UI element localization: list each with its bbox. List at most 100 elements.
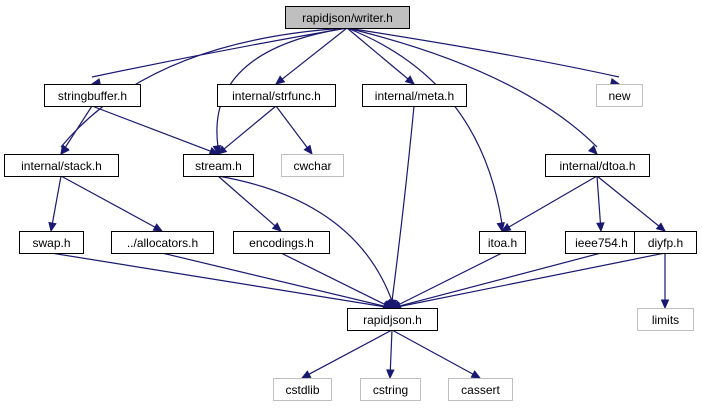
arrowhead-icon — [596, 222, 605, 233]
node-box — [347, 308, 438, 331]
node-label: internal/meta.h — [375, 89, 454, 103]
edge-line — [397, 252, 503, 306]
node-stringbuffer[interactable]: stringbuffer.h — [44, 84, 141, 107]
node-box — [233, 231, 330, 254]
arrowhead-icon — [655, 222, 666, 232]
arrowhead-icon — [48, 221, 57, 233]
node-label: cwchar — [293, 159, 331, 173]
node-writer[interactable]: rapidjson/writer.h — [285, 6, 410, 29]
edges-layer — [48, 27, 670, 380]
node-box — [183, 154, 254, 177]
node-meta[interactable]: internal/meta.h — [362, 84, 467, 107]
node-label: cstring — [373, 383, 408, 397]
node-swap[interactable]: swap.h — [19, 231, 84, 254]
arrowhead-icon — [275, 75, 286, 85]
edge-writer-to-meta — [346, 27, 415, 85]
node-box — [634, 231, 697, 254]
node-strfunc[interactable]: internal/strfunc.h — [217, 84, 336, 107]
node-rapidjson[interactable]: rapidjson.h — [347, 308, 438, 331]
node-box — [19, 231, 84, 254]
edge-line — [391, 105, 415, 302]
edge-stringbuffer-to-stream — [91, 105, 220, 155]
node-label: internal/dtoa.h — [559, 159, 635, 173]
node-label: internal/strfunc.h — [232, 89, 321, 103]
edge-line — [281, 27, 348, 81]
node-cassert: cassert — [448, 378, 513, 401]
arrowhead-icon — [660, 299, 670, 310]
edge-line — [398, 252, 666, 308]
node-allocators[interactable]: ../allocators.h — [111, 231, 214, 254]
arrowhead-icon — [587, 144, 598, 155]
node-ieee754[interactable]: ieee754.h — [565, 231, 638, 254]
edge-line — [161, 252, 386, 307]
node-label: limits — [652, 313, 679, 327]
edge-stack-to-swap — [48, 175, 62, 233]
node-itoa[interactable]: itoa.h — [479, 231, 526, 254]
edge-line — [275, 105, 309, 149]
edge-itoa-to-rapidjson — [390, 252, 503, 309]
nodes-layer: rapidjson/writer.h stringbuffer.h internal… — [4, 6, 697, 401]
edge-swap-to-rapidjson — [50, 252, 394, 311]
node-label: ../allocators.h — [127, 236, 198, 250]
edge-line — [217, 175, 277, 227]
edge-stack-to-allocators — [60, 175, 164, 232]
node-label: ieee754.h — [575, 236, 628, 250]
arrowhead-icon — [271, 222, 282, 232]
node-stream[interactable]: stream.h — [183, 154, 254, 177]
node-box — [545, 154, 650, 177]
edge-rapidjson-to-cstring — [386, 329, 395, 380]
node-encodings[interactable]: encodings.h — [233, 231, 330, 254]
node-box — [281, 154, 344, 177]
node-new: new — [596, 84, 643, 107]
arrowhead-icon — [212, 145, 222, 156]
node-box — [596, 84, 643, 107]
node-label: stream.h — [195, 159, 242, 173]
edge-line — [216, 27, 348, 148]
arrowhead-icon — [60, 144, 70, 156]
node-label: stringbuffer.h — [58, 89, 127, 103]
node-diyfp[interactable]: diyfp.h — [634, 231, 697, 254]
edge-line — [398, 252, 602, 307]
edge-writer-to-new — [346, 27, 621, 87]
edge-line — [60, 27, 348, 148]
node-cstdlib: cstdlib — [273, 378, 332, 401]
edge-dtoa-to-ieee754 — [596, 175, 605, 233]
arrowhead-icon — [217, 145, 228, 155]
node-label: new — [608, 89, 630, 103]
arrowhead-icon — [496, 221, 505, 233]
edge-writer-to-stream — [212, 27, 348, 156]
arrowhead-icon — [382, 300, 394, 309]
edge-line — [64, 105, 93, 149]
edge-writer-to-strfunc — [275, 27, 348, 85]
edge-ieee754-to-rapidjson — [390, 252, 602, 310]
node-label: diyfp.h — [648, 236, 683, 250]
edge-line — [223, 105, 277, 150]
node-box — [637, 308, 694, 331]
node-box — [4, 154, 119, 177]
edge-line — [91, 27, 348, 78]
node-box — [360, 378, 421, 401]
arrowhead-icon — [386, 369, 395, 380]
edge-encodings-to-rapidjson — [280, 252, 394, 309]
node-box — [448, 378, 513, 401]
node-box — [273, 378, 332, 401]
node-label: internal/stack.h — [21, 159, 102, 173]
arrowhead-icon — [303, 144, 313, 155]
edge-stream-to-encodings — [217, 175, 282, 232]
node-dtoa[interactable]: internal/dtoa.h — [545, 154, 650, 177]
node-label: swap.h — [32, 236, 70, 250]
node-box — [285, 6, 410, 29]
node-box — [217, 84, 336, 107]
edge-line — [507, 175, 598, 229]
edge-line — [51, 175, 62, 225]
edge-line — [346, 27, 620, 78]
node-box — [362, 84, 467, 107]
node-label: cassert — [461, 383, 500, 397]
node-cwchar: cwchar — [281, 154, 344, 177]
edge-dtoa-to-itoa — [500, 175, 598, 232]
node-stack[interactable]: internal/stack.h — [4, 154, 119, 177]
edge-strfunc-to-stream — [217, 105, 277, 155]
node-label: rapidjson.h — [363, 313, 422, 327]
node-box — [111, 231, 214, 254]
edge-strfunc-to-cwchar — [275, 105, 313, 155]
